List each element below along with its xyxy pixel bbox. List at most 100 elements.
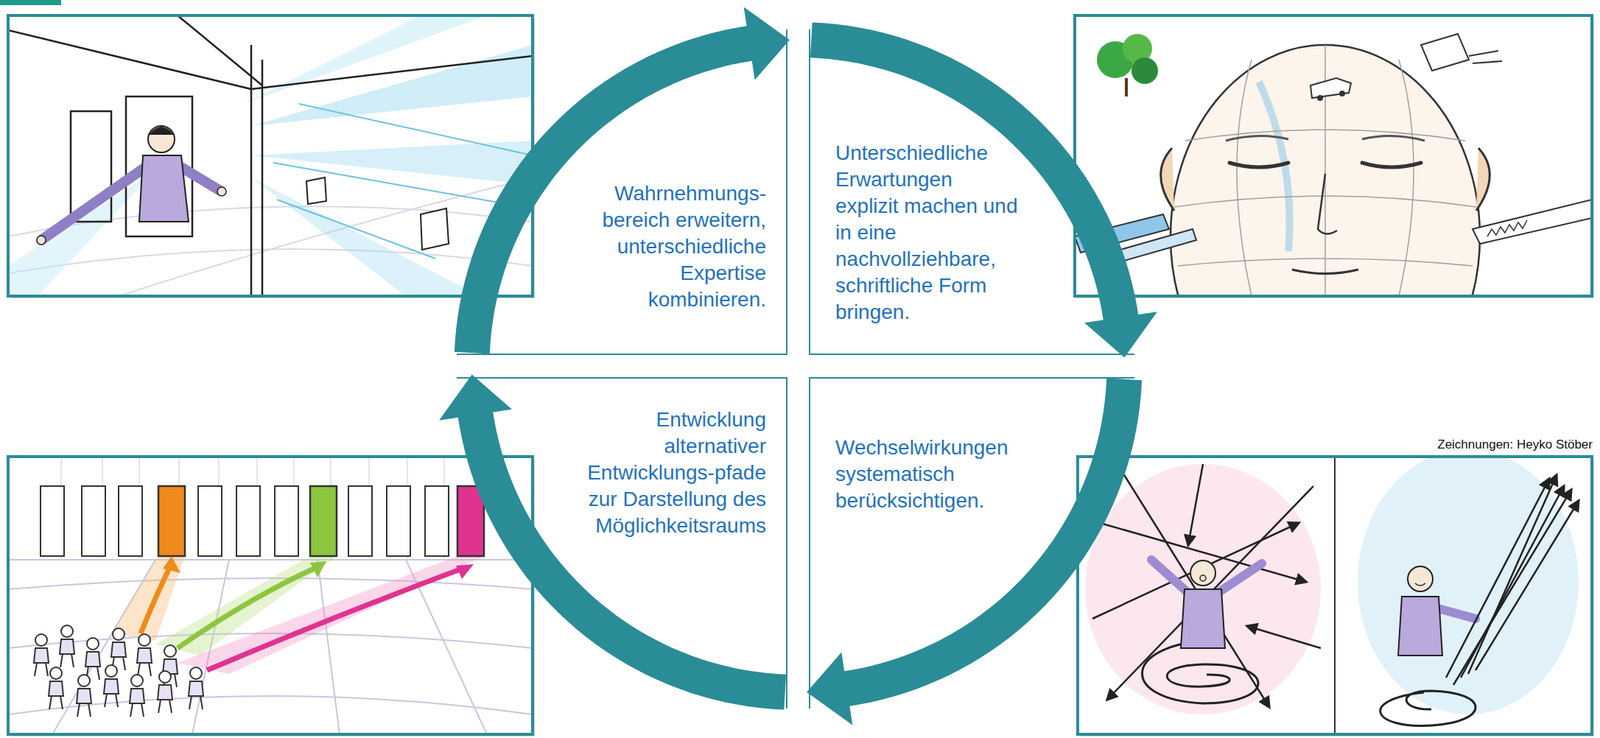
cycle-arrow (439, 374, 786, 693)
sketch-arrows (1107, 486, 1314, 700)
sketch-doors (140, 563, 172, 634)
sketch-doors (8, 456, 533, 735)
sketch-face (1229, 162, 1421, 168)
sketch-arrows (1415, 583, 1426, 586)
sketch-open-door (125, 96, 193, 237)
sketch-arrows (1077, 449, 1595, 737)
credit-label: Zeichnungen: Heyko Stöber (1437, 437, 1593, 453)
sketch-face (1124, 78, 1128, 97)
step-box: Unterschiedliche Erwartungen explizit ma… (808, 29, 1135, 356)
sketch-doors (61, 456, 480, 560)
sketch-face (1339, 90, 1346, 97)
step-box: Wahrnehmungs- bereich erweitern, untersc… (456, 29, 788, 356)
sketch-doors (162, 556, 181, 574)
sketch-face (1074, 33, 1592, 297)
sketch-arrows (1247, 626, 1321, 649)
sketch-arrows (1380, 690, 1476, 726)
sketch-face (1472, 199, 1592, 244)
sketch-arrows (1085, 456, 1579, 735)
sketch-doors (310, 561, 327, 578)
sketch-arrows (1434, 607, 1476, 619)
sketch-doors (348, 486, 373, 557)
sketch-face (1487, 220, 1528, 237)
sketch-open-door (243, 15, 487, 104)
sketch-doors (386, 486, 411, 557)
sketch-doors (236, 486, 261, 557)
sketch-open-door (8, 15, 533, 297)
sketch-face (1468, 50, 1503, 64)
sketch-open-door (251, 140, 533, 185)
sketch-open-door (251, 177, 480, 297)
sketch-open-door (217, 187, 227, 196)
sketch-doors (81, 486, 106, 557)
sketch-doors (8, 456, 533, 735)
sketch-face (1170, 44, 1480, 297)
sketch-doors (85, 637, 101, 680)
sketch-doors (76, 674, 92, 717)
sketch-arrows (1077, 456, 1592, 735)
sketch-open-door (41, 162, 152, 241)
sketch-doors (310, 486, 337, 557)
sketch-arrows (1475, 500, 1579, 671)
sketch-arrows (1446, 478, 1550, 678)
step-text: Wechselwirkungen systematisch berücksich… (835, 434, 1009, 515)
sketch-doors (40, 486, 65, 557)
sketch-doors (8, 456, 535, 737)
sketch-doors (8, 456, 533, 735)
cycle-arrow (811, 39, 1158, 358)
sketch-face (1074, 15, 1595, 428)
sketch-doors (157, 671, 173, 714)
sketch-doors (425, 486, 449, 557)
sketch-doors (206, 567, 467, 671)
sketch-open-door (8, 15, 533, 297)
arrow-head (1084, 311, 1158, 358)
sketch-arrows (1151, 559, 1262, 594)
sketch-arrows (1398, 596, 1443, 656)
sketch-open-door (36, 235, 46, 245)
sketch-arrows (1468, 475, 1557, 675)
sketch-doors (177, 565, 321, 649)
corner-bar (0, 0, 62, 6)
sketch-doors (33, 634, 49, 677)
sketch-doors (118, 486, 143, 557)
sketch-open-door (8, 15, 533, 297)
sketch-doors (48, 667, 64, 710)
step-box: Entwicklung alternativer Entwicklungs-pf… (456, 377, 788, 709)
sketch-open-door (8, 15, 535, 299)
sketch-face (1420, 33, 1469, 71)
sketch-face (1225, 135, 1425, 141)
sketch-doors (158, 486, 185, 557)
sketch-open-door (148, 126, 174, 135)
sketch-doors (111, 628, 126, 671)
sketch-face (1131, 57, 1159, 84)
sketch-arrows (1180, 589, 1226, 649)
sketch-doors (103, 665, 119, 708)
sketch-face (1317, 95, 1324, 101)
sketch-arrows (1453, 489, 1572, 686)
sketch-doors (59, 625, 75, 668)
sketch-doors (274, 486, 299, 557)
sketch-doors (455, 564, 474, 580)
step-box: Wechselwirkungen systematisch berücksich… (808, 377, 1135, 709)
cycle-arrow (472, 7, 790, 354)
sketch-open-door (148, 125, 175, 153)
step-text: Unterschiedliche Erwartungen explizit ma… (835, 139, 1018, 326)
sketch-face (1174, 44, 1477, 297)
arrow-head (439, 374, 512, 421)
sketch-arrows (1188, 464, 1203, 546)
sketch-face (1292, 269, 1359, 275)
sketch-arrows (1357, 456, 1579, 715)
sketch-doors (137, 634, 152, 677)
arrow-head (806, 652, 853, 726)
sketch-arrows (1200, 575, 1206, 582)
sketch-arrows (1190, 560, 1216, 586)
sketch-arrows (1407, 566, 1433, 592)
sketch-open-door (8, 15, 533, 297)
cycle-arrow (806, 379, 1125, 726)
step-text: Entwicklung alternativer Entwicklungs-pf… (587, 406, 767, 540)
arrow-body (475, 412, 786, 692)
arrow-head (744, 7, 790, 81)
sketch-face (1317, 173, 1338, 235)
